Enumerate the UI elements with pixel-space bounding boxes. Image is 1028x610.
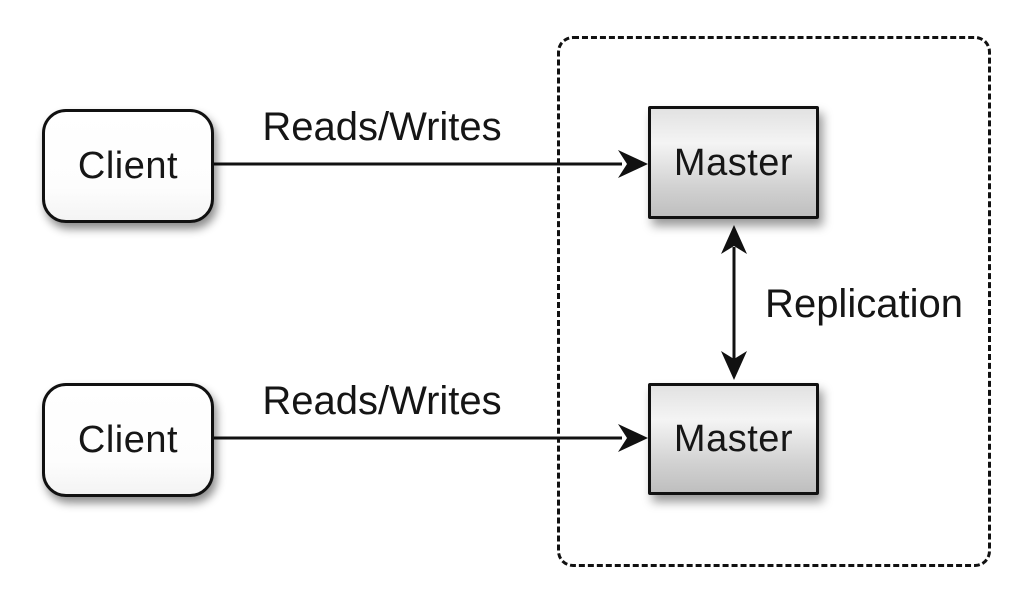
master-node-top: Master	[648, 106, 819, 219]
client-node-bottom: Client	[42, 383, 214, 497]
master-node-label: Master	[673, 418, 794, 460]
client-node-top: Client	[42, 109, 214, 223]
replication-group-boundary	[557, 36, 991, 567]
reads-writes-label-bottom: Reads/Writes	[262, 379, 502, 423]
client-node-label: Client	[77, 419, 179, 461]
replication-label: Replication	[765, 282, 963, 326]
master-node-label: Master	[673, 141, 794, 184]
master-node-bottom: Master	[648, 383, 819, 495]
client-node-label: Client	[77, 145, 179, 187]
reads-writes-label-top: Reads/Writes	[262, 105, 502, 149]
